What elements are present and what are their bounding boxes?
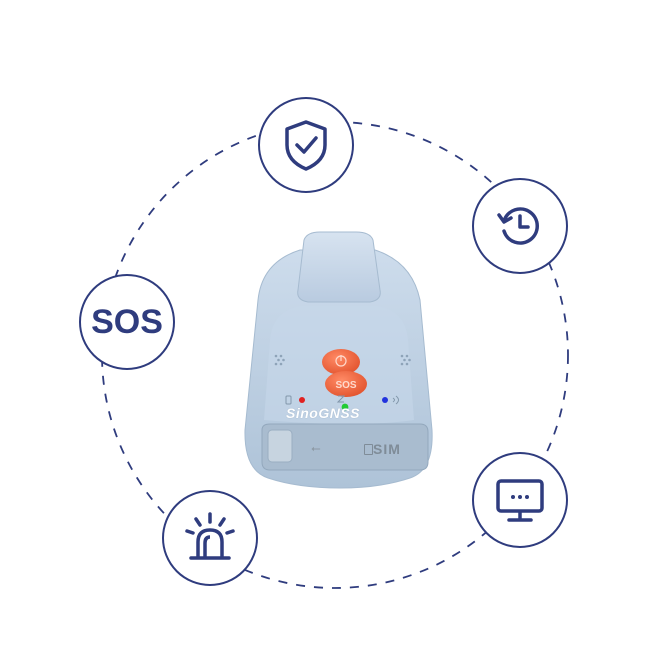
usb-port-symbol: ⭠ [311,441,321,455]
sim-card-icon [364,444,373,455]
sim-slot-label: SIM [364,441,401,457]
feature-security [258,97,354,193]
sos-button [325,371,367,397]
feature-sos: SOS [79,274,175,370]
power-button [322,349,360,375]
device-brand-label: SinoGNSS [286,405,361,421]
svg-text:SOS: SOS [335,380,356,391]
history-clock-icon [497,207,539,245]
alarm-light-icon [185,512,235,560]
feature-monitor [472,452,568,548]
monitor-icon [496,479,544,522]
sos-label: SOS [91,302,163,341]
feature-alarm [162,490,258,586]
feature-history [472,178,568,274]
shield-check-icon [285,120,327,171]
